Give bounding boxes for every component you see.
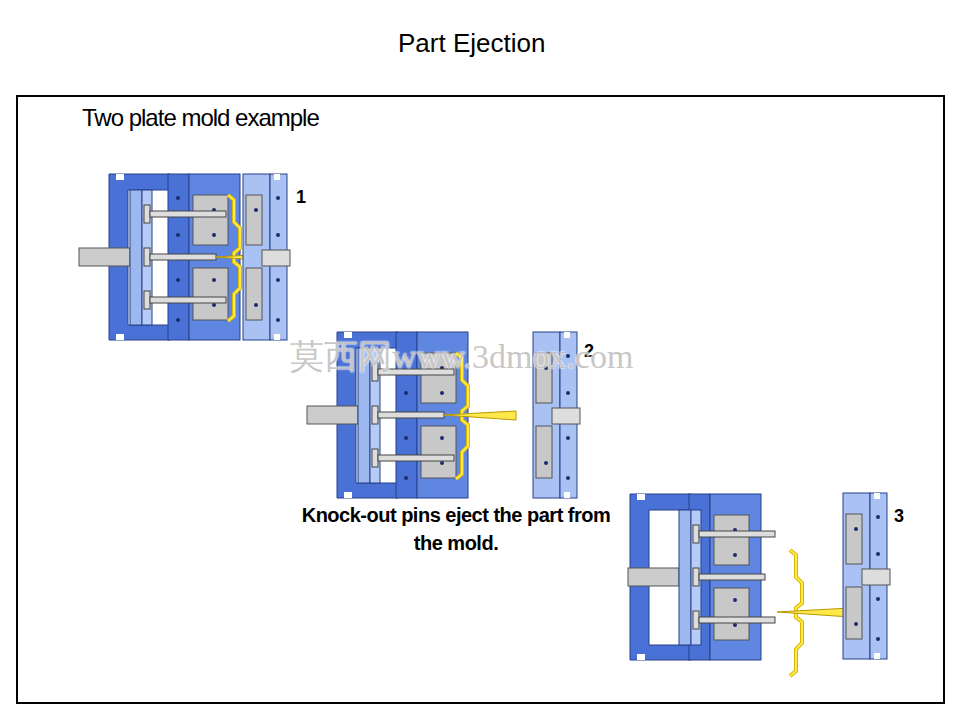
callout-number: 3 bbox=[894, 506, 904, 527]
frame bbox=[17, 96, 944, 703]
page-title: Part Ejection bbox=[398, 28, 545, 59]
caption-note: Knock-out pins eject the part from the m… bbox=[300, 501, 612, 557]
mold-stage-1 bbox=[79, 174, 290, 340]
mold-shape bbox=[628, 510, 775, 645]
mold-shape bbox=[243, 174, 290, 340]
subtitle: Two plate mold example bbox=[82, 104, 319, 132]
mold-shape bbox=[777, 550, 850, 676]
watermark: 莫西网www.3dmox.com bbox=[290, 334, 633, 380]
callout-number: 1 bbox=[296, 187, 306, 208]
mold-shape bbox=[79, 190, 226, 325]
mold-shape bbox=[843, 493, 890, 659]
mold-stage-3 bbox=[628, 493, 890, 676]
